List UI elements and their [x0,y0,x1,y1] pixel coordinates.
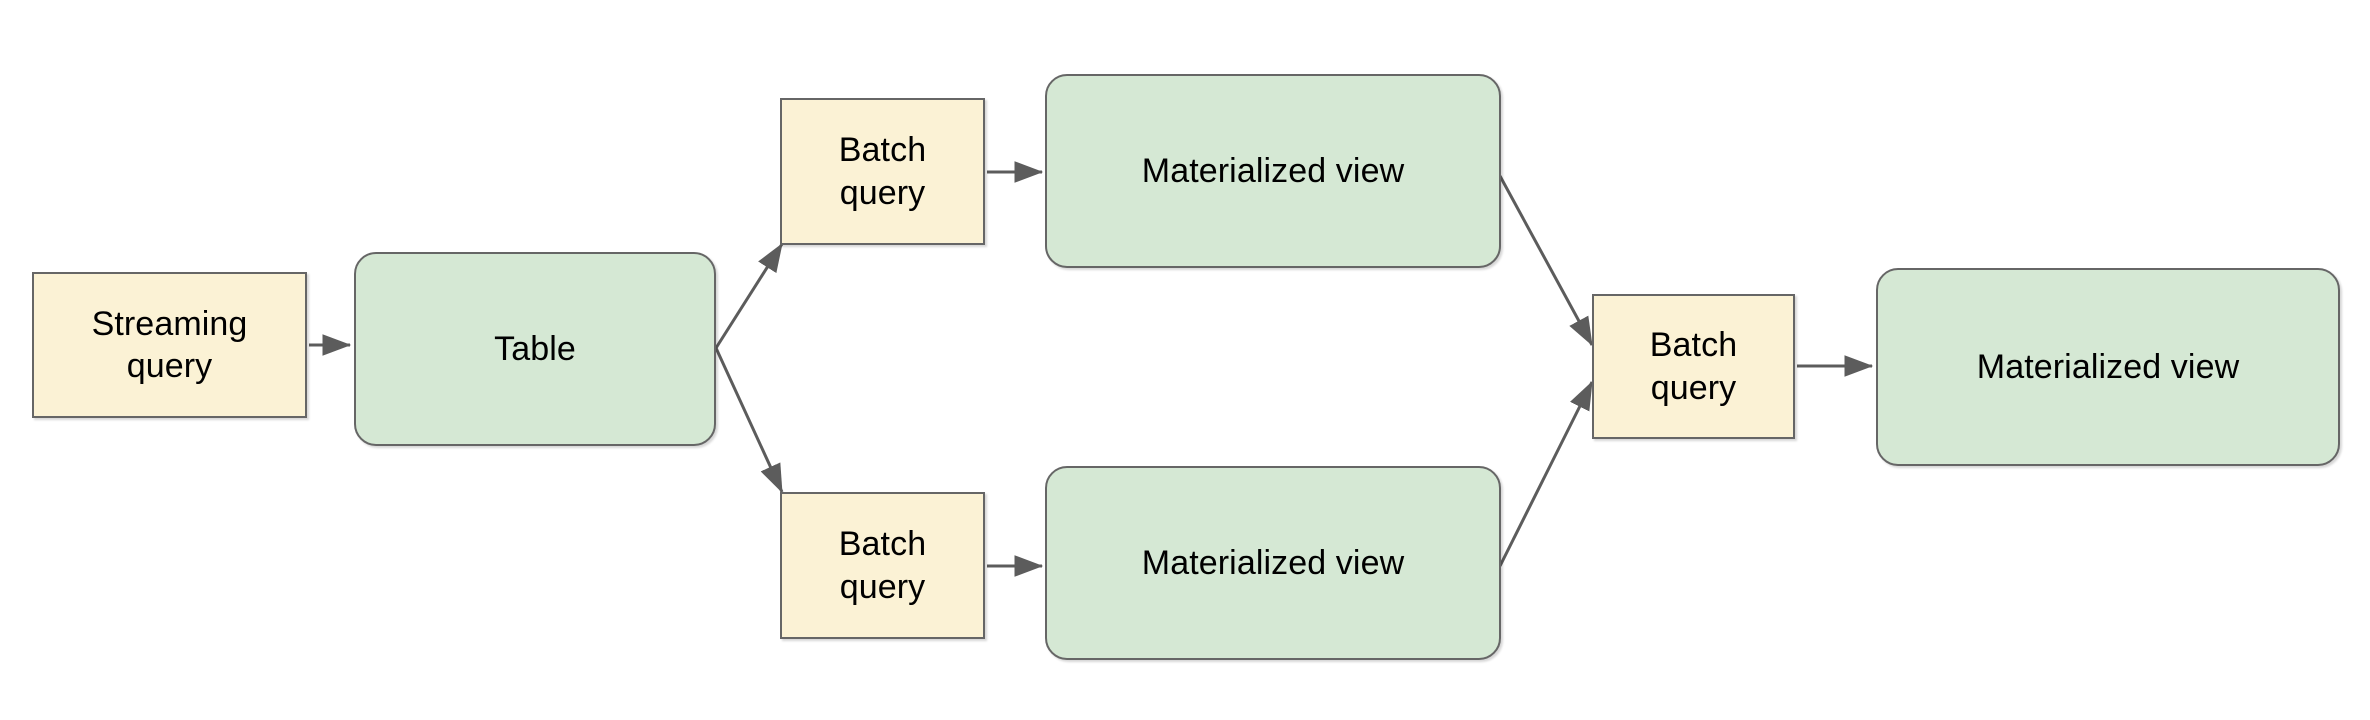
edge-materialized-view-bottom-to-batch-query-join [1498,380,1594,567]
edge-table-to-batch-query-top [714,242,784,349]
node-batch-query-bottom[interactable]: Batch query [780,492,985,639]
node-streaming-query-label: Streaming query [91,304,248,385]
edge-materialized-view-top-to-batch-query-join [1498,175,1594,347]
node-materialized-view-bottom-label: Materialized view [1141,543,1405,582]
node-batch-query-bottom-label: Batch query [838,525,927,606]
node-table-label: Table [494,329,576,368]
node-materialized-view-final[interactable]: Materialized view [1876,268,2340,466]
edge-table-to-batch-query-bottom [714,347,784,494]
node-streaming-query[interactable]: Streaming query [32,272,307,418]
node-materialized-view-final-label: Materialized view [1976,347,2240,386]
node-table[interactable]: Table [354,252,716,446]
node-materialized-view-top[interactable]: Materialized view [1045,74,1501,268]
node-batch-query-top[interactable]: Batch query [780,98,985,245]
node-batch-query-join-label: Batch query [1649,326,1738,407]
node-batch-query-top-label: Batch query [838,131,927,212]
node-batch-query-join[interactable]: Batch query [1592,294,1795,439]
node-materialized-view-top-label: Materialized view [1141,151,1405,190]
node-materialized-view-bottom[interactable]: Materialized view [1045,466,1501,660]
